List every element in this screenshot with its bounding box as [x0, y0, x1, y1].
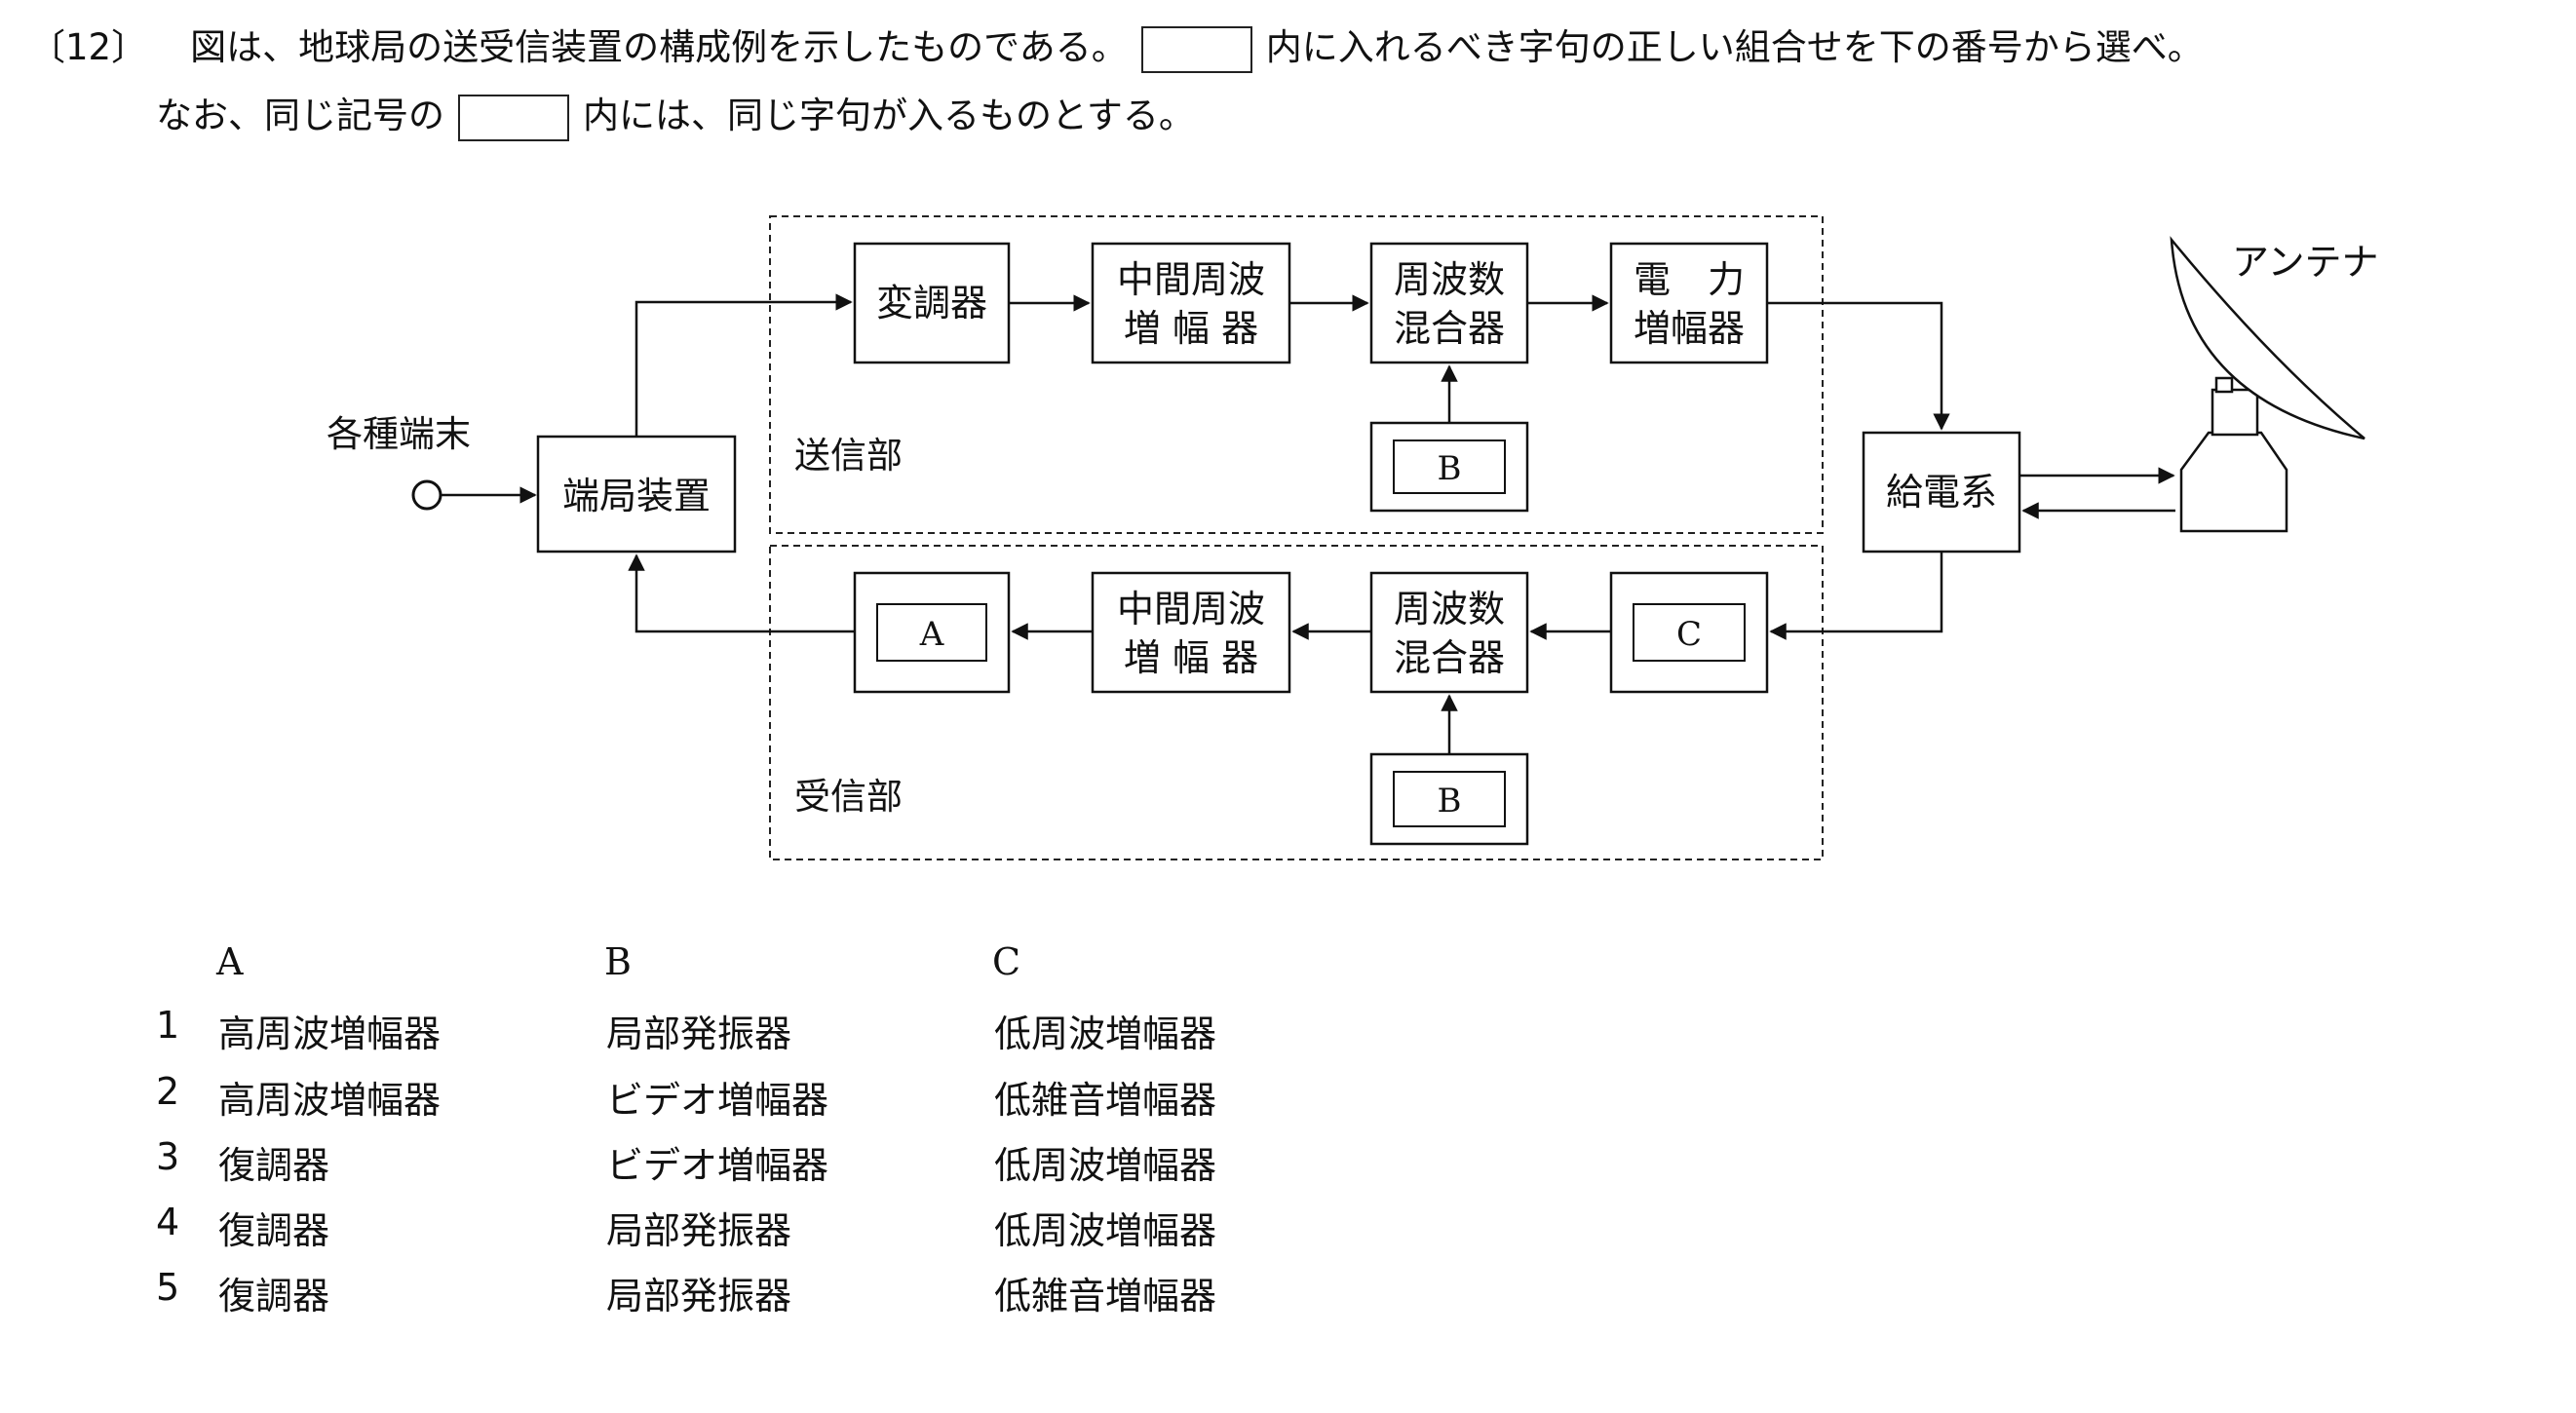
- rx-if-amp-label-1: 中間周波: [1117, 588, 1265, 630]
- block-diagram: 送信部 受信部 各種端末 端局装置 変調器 中間周波 増 幅 器 周波数 混合器…: [327, 215, 2378, 860]
- terminal-node: [411, 479, 442, 511]
- feed-system-box: [1862, 431, 2021, 554]
- choice-a: 復調器: [218, 1144, 330, 1187]
- choices-header-c: C: [992, 940, 1021, 983]
- modulator-box: [853, 242, 1011, 364]
- choice-b: ビデオ増幅器: [606, 1079, 829, 1122]
- arrow-power-amp-to-feed: [1767, 301, 1950, 431]
- power-amp-label-1: 電 力: [1634, 258, 1745, 301]
- arrow-feed-to-rx-c: [1769, 552, 1943, 640]
- choice-c: 低周波増幅器: [994, 1209, 1217, 1252]
- question-text-2b: 内には、同じ字句が入るものとする。: [583, 95, 1195, 136]
- tx-blank-b-label: B: [1438, 449, 1462, 488]
- choice-a: 復調器: [218, 1209, 330, 1252]
- tx-if-amp-box: [1091, 242, 1291, 364]
- antenna-label: アンテナ: [2232, 241, 2378, 284]
- rx-mixer-box: [1369, 571, 1529, 694]
- antenna-icon: [2170, 236, 2365, 533]
- transmit-section-label: 送信部: [794, 435, 903, 477]
- rx-blank-a-label: A: [919, 615, 944, 654]
- rx-mixer-label-2: 混合器: [1394, 636, 1505, 679]
- tx-if-amp-label-1: 中間周波: [1117, 258, 1265, 301]
- choice-b: 局部発振器: [606, 1275, 792, 1318]
- blank-box: [1140, 25, 1252, 73]
- rx-blank-c-inner: [1633, 603, 1746, 662]
- station-device-label: 端局装置: [562, 475, 711, 517]
- choice-number: 3: [156, 1135, 180, 1178]
- rx-blank-b-inner: [1393, 771, 1506, 827]
- rx-blank-a-inner: [876, 603, 987, 662]
- question-text-2a: なお、同じ記号の: [156, 95, 444, 136]
- choice-number: 4: [156, 1201, 180, 1243]
- question-line-2: なお、同じ記号の 内には、同じ字句が入るものとする。: [156, 90, 1195, 142]
- feed-system-label: 給電系: [1886, 471, 1997, 514]
- tx-mixer-box: [1369, 242, 1529, 364]
- choice-number: 5: [156, 1266, 180, 1309]
- choice-number: 2: [156, 1070, 180, 1113]
- choice-a: 復調器: [218, 1275, 330, 1318]
- choice-c: 低雑音増幅器: [994, 1275, 1217, 1318]
- tx-mixer-label-1: 周波数: [1394, 258, 1505, 301]
- choices-header-a: A: [216, 940, 244, 983]
- choice-b: 局部発振器: [606, 1012, 792, 1055]
- transmit-section-frame: [769, 215, 1824, 534]
- question-line-1: 〔12〕図は、地球局の送受信装置の構成例を示したものである。 内に入れるべき字句の…: [29, 21, 2204, 74]
- rx-if-amp-label-2: 増 幅 器: [1124, 636, 1258, 679]
- power-amp-label-2: 増幅器: [1634, 307, 1745, 350]
- terminal-label: 各種端末: [327, 413, 471, 455]
- question-text-1b: 内に入れるべき字句の正しい組合せを下の番号から選べ。: [1265, 26, 2204, 68]
- choice-c: 低周波増幅器: [994, 1144, 1217, 1187]
- rx-mixer-label-1: 周波数: [1394, 588, 1505, 630]
- rx-blank-b-label: B: [1438, 782, 1462, 821]
- arrow-a-to-station: [628, 554, 855, 633]
- choice-c: 低周波増幅器: [994, 1012, 1217, 1055]
- modulator-label: 変調器: [876, 282, 987, 325]
- tx-blank-b-inner: [1393, 439, 1506, 494]
- choice-a: 高周波増幅器: [218, 1079, 442, 1122]
- rx-blank-c-label: C: [1676, 615, 1702, 654]
- choice-b: ビデオ増幅器: [606, 1144, 829, 1187]
- receive-section-label: 受信部: [794, 776, 903, 818]
- choice-b: 局部発振器: [606, 1209, 792, 1252]
- blank-box: [458, 94, 569, 141]
- choice-c: 低雑音増幅器: [994, 1079, 1217, 1122]
- question-text-1a: 図は、地球局の送受信装置の構成例を示したものである。: [190, 26, 1128, 68]
- question-number: 〔12〕: [29, 26, 148, 68]
- arrow-station-to-modulator: [634, 293, 853, 437]
- tx-mixer-label-2: 混合器: [1394, 307, 1505, 350]
- tx-if-amp-label-2: 増 幅 器: [1124, 307, 1258, 350]
- receive-section-frame: [769, 545, 1824, 860]
- choices-header-b: B: [604, 940, 632, 983]
- rx-if-amp-box: [1091, 571, 1291, 694]
- choice-number: 1: [156, 1004, 180, 1047]
- power-amp-box: [1609, 242, 1769, 364]
- choice-a: 高周波増幅器: [218, 1012, 442, 1055]
